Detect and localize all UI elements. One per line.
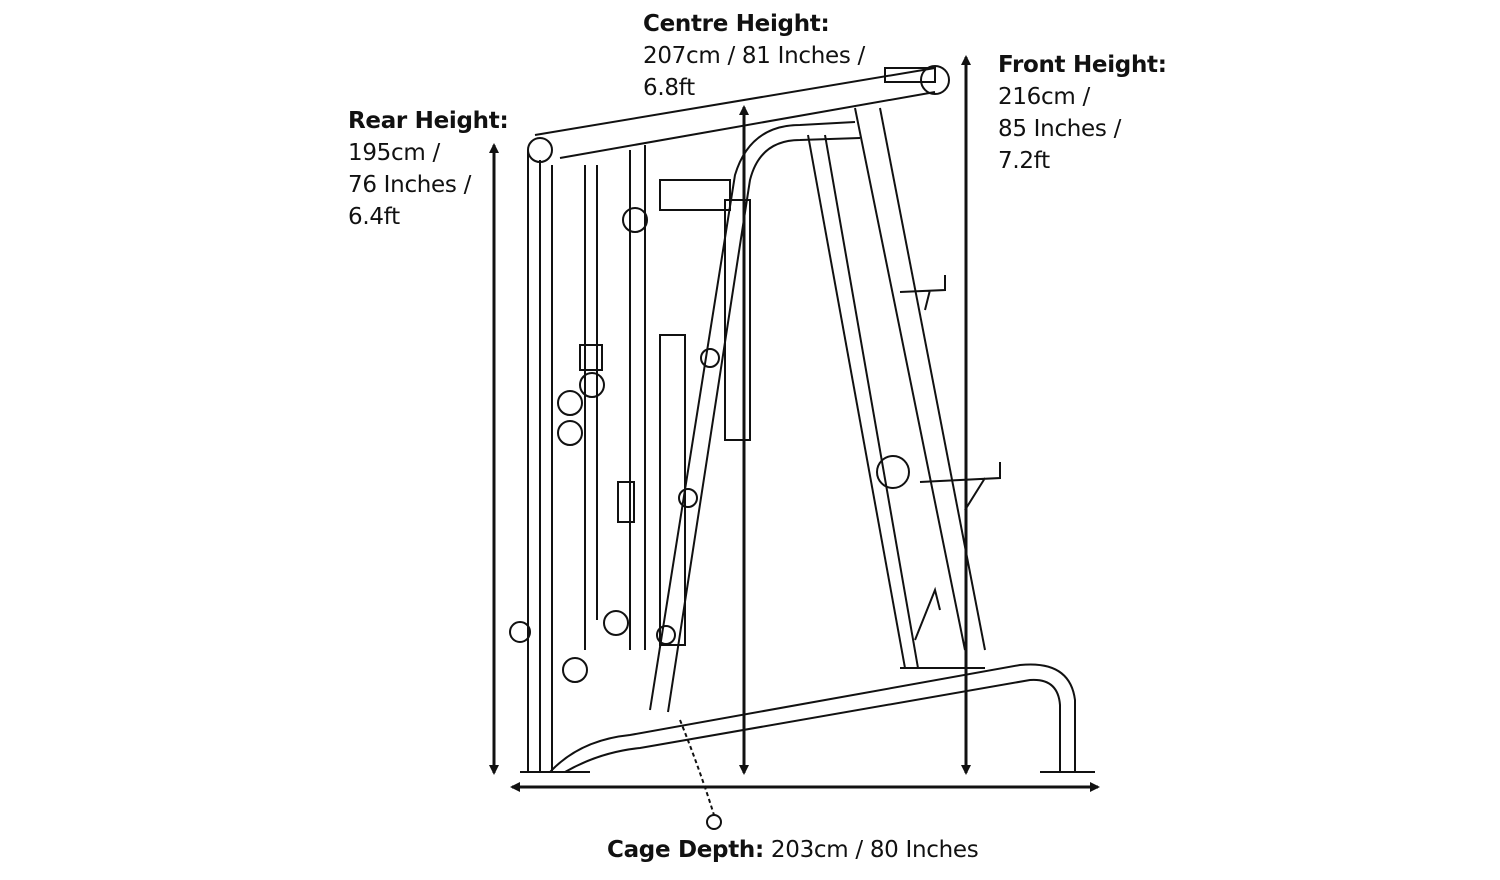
base-frame — [520, 663, 1095, 830]
front-height-label: Front Height: 216cm / 85 Inches / 7.2ft — [998, 49, 1167, 177]
rear-height-title: Rear Height: — [348, 108, 509, 134]
cage-depth-label: Cage Depth: 203cm / 80 Inches — [607, 834, 979, 866]
centre-height-title: Centre Height: — [643, 11, 830, 37]
cage-depth-title: Cage Depth: — [607, 837, 764, 863]
centre-height-cm-inches: 207cm / 81 Inches / — [643, 43, 865, 69]
cage-depth-value: 203cm / 80 Inches — [763, 837, 979, 863]
rear-height-label: Rear Height: 195cm / 76 Inches / 6.4ft — [348, 105, 509, 233]
front-height-title: Front Height: — [998, 52, 1167, 78]
front-height-feet: 7.2ft — [998, 148, 1050, 174]
rear-height-cm: 195cm / — [348, 140, 440, 166]
centre-height-feet: 6.8ft — [643, 75, 695, 101]
centre-upright — [649, 121, 861, 713]
rear-height-feet: 6.4ft — [348, 204, 400, 230]
front-height-cm: 216cm / — [998, 84, 1090, 110]
rear-height-inches: 76 Inches / — [348, 172, 472, 198]
front-height-inches: 85 Inches / — [998, 116, 1122, 142]
centre-height-label: Centre Height: 207cm / 81 Inches / 6.8ft — [643, 8, 865, 104]
cable-column — [509, 145, 751, 683]
front-uprights — [807, 107, 1001, 669]
rear-frame — [527, 65, 950, 772]
